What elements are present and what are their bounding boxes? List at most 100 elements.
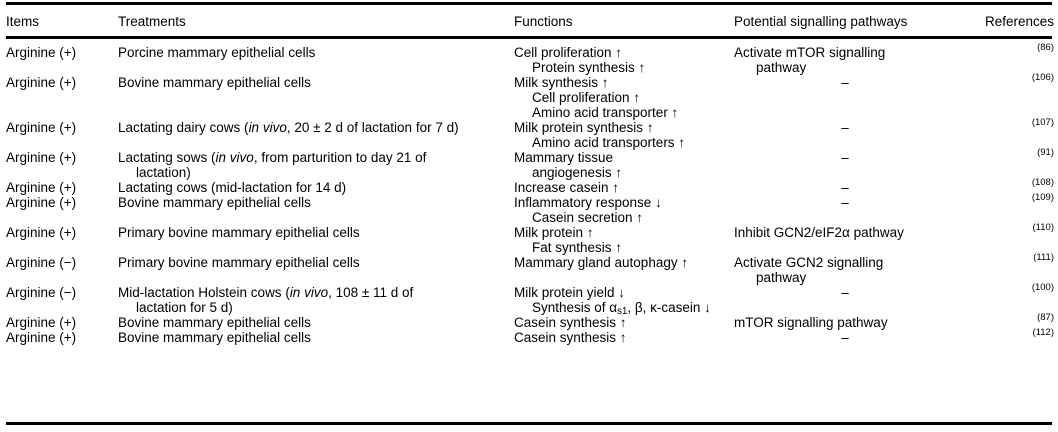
cell-line: Arginine (+)	[6, 225, 77, 240]
cell-line: Milk protein synthesis ↑	[514, 120, 654, 135]
cell-functions: Milk protein yield ↓Synthesis of αs1, β,…	[514, 285, 730, 319]
cell-treatments: Lactating cows (mid-lactation for 14 d)	[118, 180, 510, 195]
cell-items: Arginine (+)	[6, 150, 114, 165]
cell-pathway-dash: –	[841, 150, 849, 165]
cell-treatments: Bovine mammary epithelial cells	[118, 195, 510, 210]
cell-treatments: Bovine mammary epithelial cells	[118, 75, 510, 90]
table-header-rule	[6, 36, 1052, 39]
cell-line: Milk protein ↑	[514, 225, 594, 240]
cell-line: lactation)	[136, 165, 191, 180]
cell-line: Casein synthesis ↑	[514, 315, 627, 330]
cell-line: Casein synthesis ↑	[514, 330, 627, 345]
cell-line: Inflammatory response ↓	[514, 195, 662, 210]
cell-line: Arginine (+)	[6, 180, 77, 195]
cell-references: (109)	[1031, 192, 1054, 203]
cell-items: Arginine (+)	[6, 195, 114, 210]
cell-line: Mammary gland autophagy ↑	[514, 255, 689, 270]
cell-line: Cell proliferation ↑	[514, 45, 623, 60]
column-header-pathways: Potential signalling pathways	[734, 14, 908, 29]
cell-pathway-dash: –	[841, 75, 849, 90]
cell-functions: Cell proliferation ↑Protein synthesis ↑	[514, 45, 730, 75]
cell-line: pathway	[756, 270, 807, 285]
cell-line: Bovine mammary epithelial cells	[118, 315, 311, 330]
cell-line: Mammary tissue	[514, 150, 614, 165]
cell-line: Arginine (+)	[6, 120, 77, 135]
cell-line: Arginine (+)	[6, 330, 77, 345]
cell-line: Amino acid transporter ↑	[532, 105, 679, 120]
cell-line: Fat synthesis ↑	[532, 240, 623, 255]
cell-items: Arginine (+)	[6, 75, 114, 90]
cell-line: Arginine (+)	[6, 315, 77, 330]
cell-line: Porcine mammary epithelial cells	[118, 45, 316, 60]
cell-functions: Increase casein ↑	[514, 180, 730, 195]
cell-functions: Casein synthesis ↑	[514, 315, 730, 330]
cell-items: Arginine (+)	[6, 315, 114, 330]
cell-functions: Casein synthesis ↑	[514, 330, 730, 345]
cell-functions: Milk synthesis ↑Cell proliferation ↑Amin…	[514, 75, 730, 120]
cell-line: Amino acid transporters ↑	[532, 135, 686, 150]
column-header-functions: Functions	[514, 14, 573, 29]
cell-items: Arginine (+)	[6, 330, 114, 345]
cell-pathway-dash: –	[841, 120, 849, 135]
cell-line: lactation for 5 d)	[136, 300, 233, 315]
cell-references: (111)	[1033, 252, 1054, 263]
cell-items: Arginine (−)	[6, 255, 114, 270]
cell-line: Primary bovine mammary epithelial cells	[118, 255, 360, 270]
column-header-references: References	[984, 14, 1054, 29]
cell-references: (110)	[1032, 222, 1054, 233]
cell-items: Arginine (+)	[6, 180, 114, 195]
cell-line: Inhibit GCN2/eIF2α pathway	[734, 225, 904, 240]
cell-pathway: Inhibit GCN2/eIF2α pathway	[734, 225, 956, 240]
cell-line: Arginine (+)	[6, 150, 77, 165]
cell-line: Arginine (−)	[6, 285, 77, 300]
cell-pathway-dash: –	[841, 330, 849, 345]
cell-treatments: Bovine mammary epithelial cells	[118, 315, 510, 330]
cell-pathway-dash: –	[841, 285, 849, 300]
cell-items: Arginine (+)	[6, 120, 114, 135]
cell-line: Arginine (+)	[6, 75, 77, 90]
cell-references: (108)	[1031, 177, 1054, 188]
cell-line: Milk synthesis ↑	[514, 75, 609, 90]
cell-items: Arginine (+)	[6, 45, 114, 60]
cell-line: Arginine (+)	[6, 45, 77, 60]
cell-line: pathway	[756, 60, 807, 75]
cell-line: Primary bovine mammary epithelial cells	[118, 225, 360, 240]
cell-line: Activate mTOR signalling	[734, 45, 886, 60]
cell-pathway-dash: –	[841, 195, 849, 210]
cell-items: Arginine (−)	[6, 285, 114, 300]
cell-functions: Milk protein synthesis ↑Amino acid trans…	[514, 120, 730, 150]
cell-treatments: Porcine mammary epithelial cells	[118, 45, 510, 60]
cell-references: (86)	[1037, 42, 1054, 53]
cell-references: (91)	[1037, 147, 1054, 158]
cell-functions: Mammary gland autophagy ↑	[514, 255, 730, 270]
cell-line: Cell proliferation ↑	[532, 90, 641, 105]
cell-references: (87)	[1037, 312, 1054, 323]
cell-line: Arginine (−)	[6, 255, 77, 270]
cell-treatments: Lactating dairy cows (in vivo, 20 ± 2 d …	[118, 120, 510, 135]
cell-treatments: Primary bovine mammary epithelial cells	[118, 225, 510, 240]
cell-functions: Inflammatory response ↓Casein secretion …	[514, 195, 730, 225]
cell-line: Lactating dairy cows (in vivo, 20 ± 2 d …	[118, 120, 459, 135]
cell-line: Bovine mammary epithelial cells	[118, 330, 311, 345]
cell-line: mTOR signalling pathway	[734, 315, 888, 330]
cell-line: Casein secretion ↑	[532, 210, 644, 225]
cell-references: (112)	[1032, 327, 1054, 338]
cell-treatments: Primary bovine mammary epithelial cells	[118, 255, 510, 270]
cell-references: (107)	[1031, 117, 1054, 128]
cell-references: (106)	[1031, 72, 1054, 83]
table-top-rule	[6, 2, 1052, 5]
cell-line: Bovine mammary epithelial cells	[118, 195, 311, 210]
cell-line: Lactating cows (mid-lactation for 14 d)	[118, 180, 347, 195]
cell-line: Milk protein yield ↓	[514, 285, 626, 300]
table-bottom-rule	[6, 422, 1052, 425]
cell-line: Mid-lactation Holstein cows (in vivo, 10…	[118, 285, 414, 300]
cell-functions: Milk protein ↑Fat synthesis ↑	[514, 225, 730, 255]
cell-line: Protein synthesis ↑	[532, 60, 646, 75]
cell-line: Synthesis of αs1, β, κ-casein ↓	[532, 300, 711, 318]
column-header-treatments: Treatments	[118, 14, 186, 29]
cell-pathway-dash: –	[841, 180, 849, 195]
cell-pathway: mTOR signalling pathway	[734, 315, 956, 330]
